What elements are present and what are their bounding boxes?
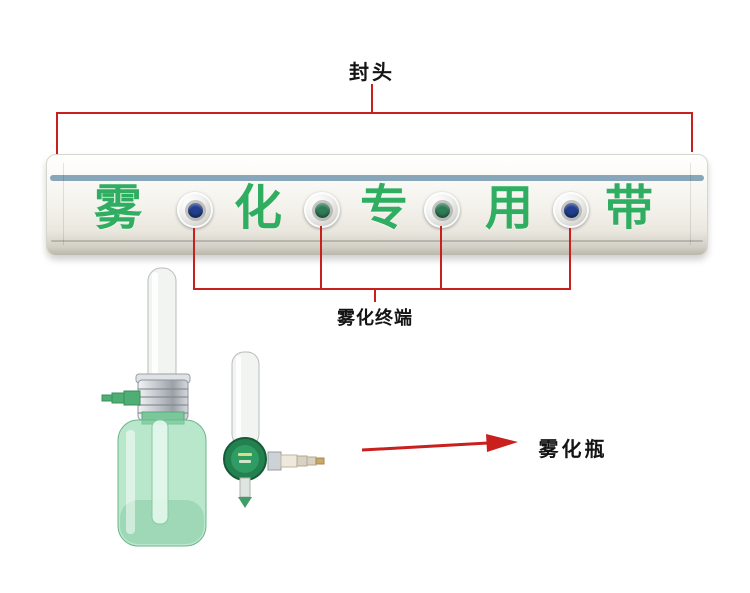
band-bottom-edge [51,240,703,242]
outlet-core [314,202,330,218]
band-character: 专 [360,182,409,235]
gas-outlet-1 [177,192,213,228]
annotation-line-outlet-3 [440,226,442,290]
annotation-line-outlet-1 [193,228,195,290]
annotation-line-endcap-right [691,112,693,152]
outlet-core [563,202,579,218]
band-character: 化 [234,182,283,235]
end-cap-seam-right [690,163,691,245]
band-character: 用 [485,182,534,235]
clear-tube [231,351,260,450]
bottle-label: 雾化瓶 [538,439,608,461]
end-cap-label: 封头 [349,62,395,84]
green-bottle [117,411,207,547]
band-character: 雾 [94,182,143,235]
nebulizer-connector [267,451,325,471]
annotation-line-terminal-center [374,288,376,302]
pointer-arrow [361,434,518,452]
outlet-core [434,202,450,218]
gas-outlet-2 [304,192,340,228]
nebulization-band: 雾 化 专 用 带 [46,154,708,256]
end-cap-seam-left [63,163,64,245]
green-barb-inlet [101,390,141,406]
annotation-line-terminal-span [193,288,571,290]
band-character: 带 [605,182,654,235]
lower-stem [238,477,252,508]
annotation-line-outlet-2 [320,226,322,290]
annotation-line-outlet-4 [569,228,571,290]
annotation-line-endcap-left [56,112,58,156]
annotation-line-endcap-span [56,112,693,114]
humidifier-bottle-image [101,267,207,547]
outlet-core [187,202,203,218]
clear-tube [147,267,177,395]
metal-collar [135,373,191,421]
terminal-label: 雾化终端 [337,308,413,328]
flow-meter-image [223,351,325,508]
flow-dial [223,437,267,481]
annotation-line-endcap-center [371,84,373,114]
gas-outlet-3 [424,192,460,228]
band-stripe [50,175,704,181]
gas-outlet-4 [553,192,589,228]
